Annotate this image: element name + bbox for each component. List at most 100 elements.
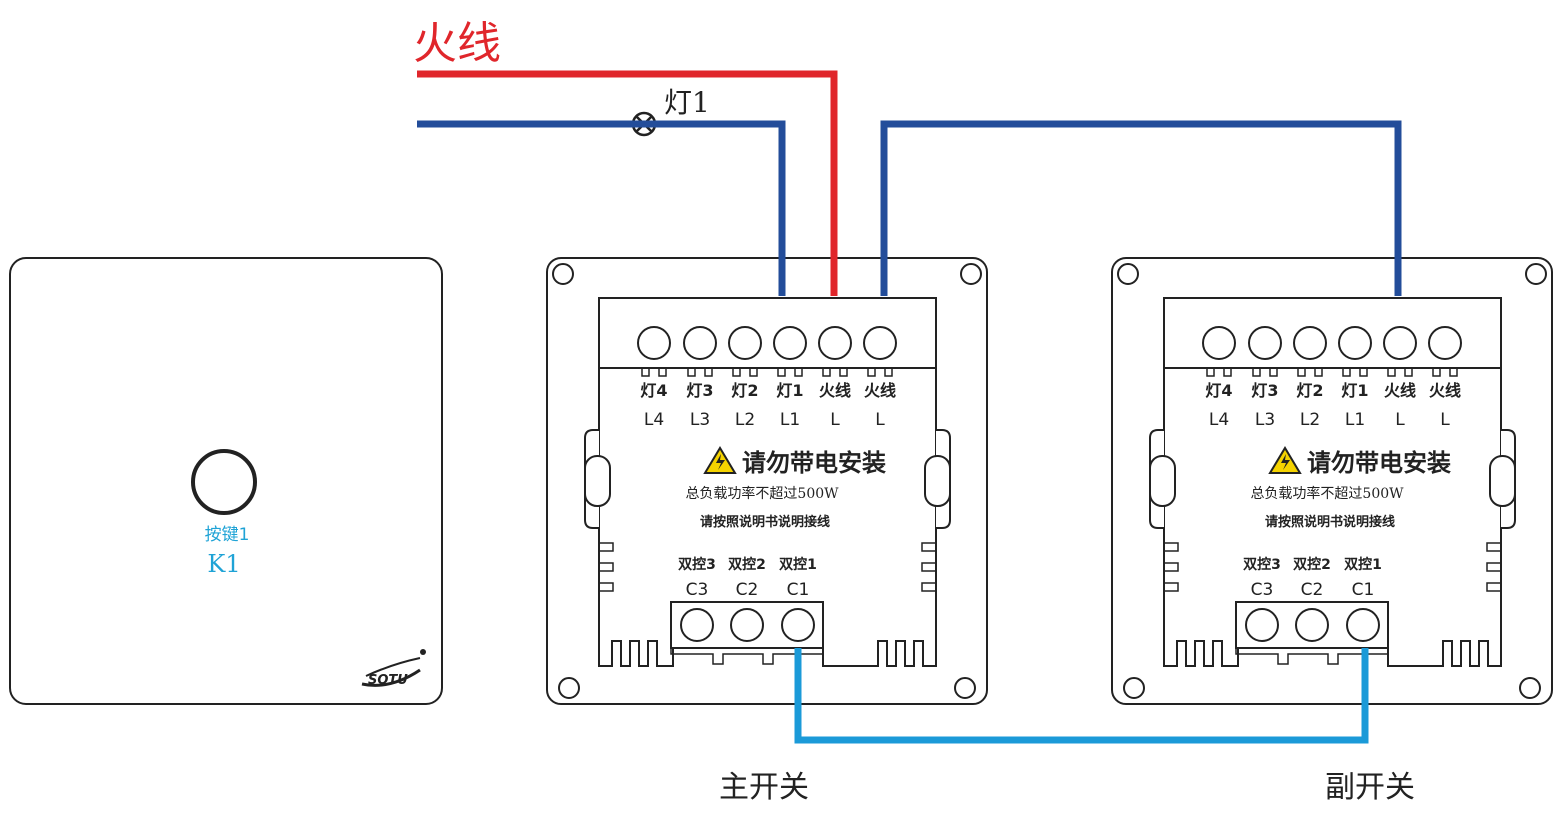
mounting-hole [1117,263,1139,285]
terminal-notch [1223,367,1232,377]
control-label-en: C3 [686,580,709,600]
terminal-label-en: L [830,410,840,430]
terminal-label-en: L3 [690,410,710,430]
terminal-screw [863,326,897,360]
mounting-hole [954,677,976,699]
live-wire [417,70,838,296]
side-rib [1486,582,1501,592]
side-rib [921,542,936,552]
terminal-label-en: L4 [1209,410,1229,430]
warning-icon [703,446,737,474]
mounting-hole [1519,677,1541,699]
side-rib [1164,562,1179,572]
logo-text: SOTU [368,673,408,688]
terminal-label-en: L1 [1345,410,1365,430]
terminal-notch [732,367,741,377]
terminal-notch [1359,367,1368,377]
terminal-label-cn: 火线 [819,381,851,400]
terminal-label-en: L2 [1300,410,1320,430]
warning-icon [1268,446,1302,474]
sub-switch: 灯4L4灯3L3灯2L2灯1L1火线L火线L请勿带电安装总负载功率不超过500W… [1111,257,1553,705]
terminal-screw [683,326,717,360]
block-tab [670,648,824,665]
control-terminal-screw [781,608,815,642]
c1-link-wire [794,648,1369,744]
control-label-cn: 双控2 [1293,556,1331,573]
terminal-notch [1314,367,1323,377]
terminal-label-cn: 灯3 [686,381,713,400]
terminal-label-cn: 灯2 [731,381,758,400]
terminal-screw [728,326,762,360]
wires [417,70,1402,744]
terminal-screw [1248,326,1282,360]
clip-slot [1489,455,1516,507]
clip-slot [584,455,611,507]
control-terminal-screw [730,608,764,642]
terminal-label-cn: 火线 [864,381,896,400]
mounting-hole [1123,677,1145,699]
mounting-hole [558,677,580,699]
terminal-notch [839,367,848,377]
terminal-screw [818,326,852,360]
terminal-screw [773,326,807,360]
lamp-label: 灯1 [664,86,710,119]
control-terminal-screw [680,608,714,642]
terminal-notch [822,367,831,377]
control-label-cn: 双控1 [779,556,817,573]
control-label-en: C1 [1352,580,1375,600]
warning-manual: 请按照说明书说明接线 [700,514,830,530]
clip-slot [1149,455,1176,507]
terminal-notch [1432,367,1441,377]
terminal-label-en: L2 [735,410,755,430]
terminal-notch [1269,367,1278,377]
traveler-wire-top [880,120,1402,296]
terminal-notch [704,367,713,377]
switch-front-panel: 按键1 K1 SOTU [9,257,443,705]
warning-title: 请勿带电安装 [742,449,886,477]
terminal-notch [794,367,803,377]
terminal-notch [641,367,650,377]
terminal-notch [1206,367,1215,377]
control-terminal-screw [1245,608,1279,642]
control-label-en: C2 [736,580,759,600]
terminal-label-cn: 灯1 [1341,381,1368,400]
control-label-cn: 双控2 [728,556,766,573]
key-label: K1 [207,550,240,578]
button-label: 按键1 [205,525,250,545]
control-label-en: C1 [787,580,810,600]
mounting-hole [960,263,982,285]
terminal-notch [658,367,667,377]
terminal-notch [884,367,893,377]
terminal-screw [1202,326,1236,360]
terminal-label-cn: 灯3 [1251,381,1278,400]
terminal-notch [867,367,876,377]
control-label-cn: 双控3 [1243,556,1281,573]
terminal-notch [1342,367,1351,377]
terminal-label-en: L [1440,410,1450,430]
terminal-notch [1404,367,1413,377]
side-rib [921,582,936,592]
control-label-cn: 双控1 [1344,556,1382,573]
terminal-label-en: L [1395,410,1405,430]
control-label-en: C3 [1251,580,1274,600]
side-rib [921,562,936,572]
terminal-screw [1293,326,1327,360]
terminal-screw [1338,326,1372,360]
terminal-notch [777,367,786,377]
side-rib [1164,582,1179,592]
terminal-label-cn: 火线 [1429,381,1461,400]
touch-button-k1[interactable] [191,449,257,515]
terminal-screw [1428,326,1462,360]
terminal-label-en: L [875,410,885,430]
terminal-screw [1383,326,1417,360]
side-rib [599,542,614,552]
terminal-label-cn: 灯1 [776,381,803,400]
terminal-label-en: L3 [1255,410,1275,430]
control-terminal-screw [1346,608,1380,642]
terminal-label-cn: 灯2 [1296,381,1323,400]
control-label-cn: 双控3 [678,556,716,573]
terminal-label-cn: 灯4 [1205,381,1232,400]
terminal-screw [637,326,671,360]
side-rib [1486,562,1501,572]
